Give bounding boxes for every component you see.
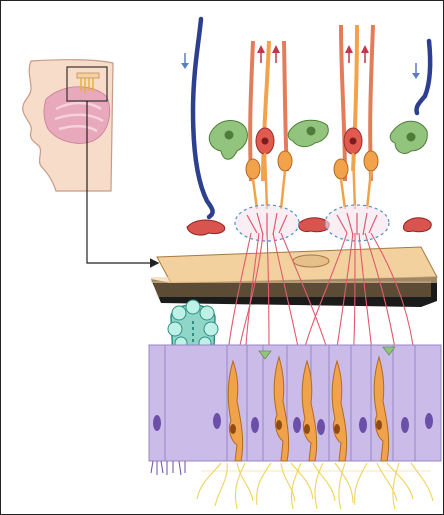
vein-right (416, 41, 430, 113)
vein-left (193, 19, 213, 217)
microvilli (151, 461, 185, 475)
glial-cells (209, 120, 427, 159)
olfactory-cilia (197, 463, 433, 509)
periglomerular-cells (187, 218, 431, 235)
cribriform-plate (151, 247, 437, 307)
head-profile (23, 60, 113, 191)
supporting-cells (149, 345, 441, 461)
